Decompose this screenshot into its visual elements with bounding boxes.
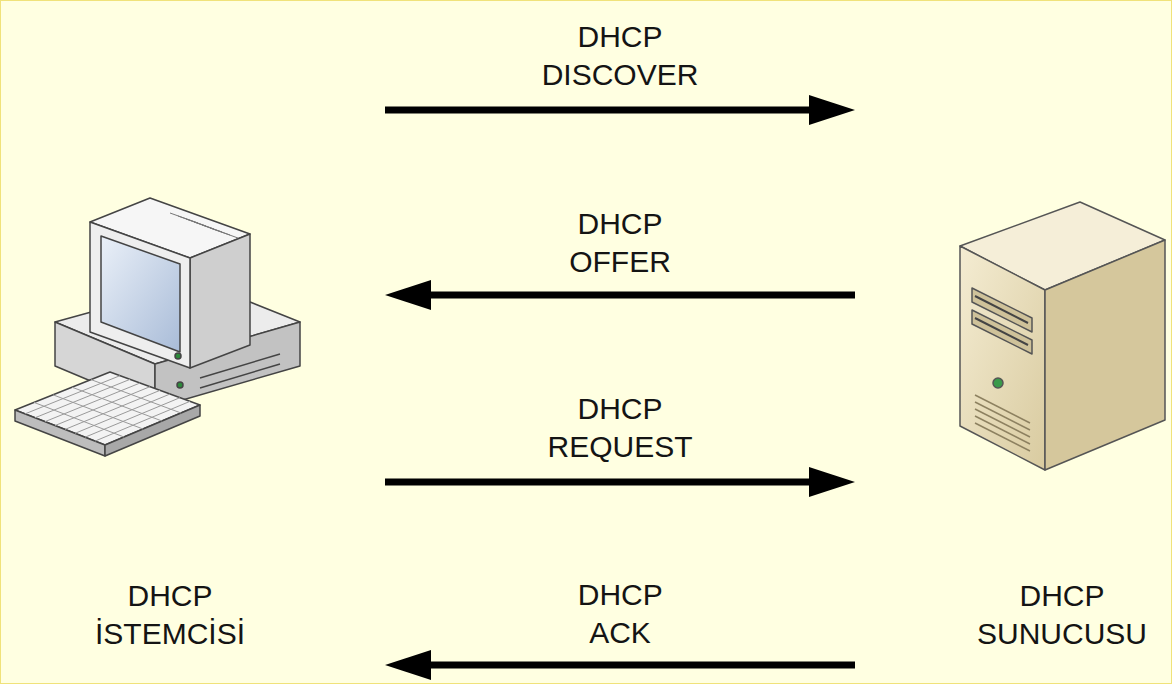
client-node: DHCP İSTEMCİSİ	[10, 20, 385, 675]
arrow-head	[809, 467, 855, 497]
arrow-line	[385, 479, 815, 486]
node-label: DHCP İSTEMCİSİ	[95, 577, 245, 653]
message-label: DHCP ACK	[576, 576, 664, 652]
server-tower	[960, 202, 1165, 470]
arrow-head	[809, 95, 855, 125]
message-label: DHCP REQUEST	[545, 390, 694, 466]
arrow-line	[385, 107, 815, 114]
message-arrow	[385, 650, 855, 680]
client-computer	[15, 198, 300, 456]
node-label: DHCP SUNUCUSU	[977, 577, 1147, 653]
message-arrow	[385, 280, 855, 310]
arrow-line	[425, 292, 855, 299]
message-label: DHCP OFFER	[567, 205, 673, 281]
server-node: DHCP SUNUCUSU	[855, 20, 1168, 675]
message-arrow	[385, 95, 855, 125]
message-label: DHCP DISCOVER	[540, 18, 701, 94]
arrow-head	[385, 280, 431, 310]
message-arrow	[385, 467, 855, 497]
arrow-head	[385, 650, 431, 680]
arrow-line	[425, 662, 855, 669]
